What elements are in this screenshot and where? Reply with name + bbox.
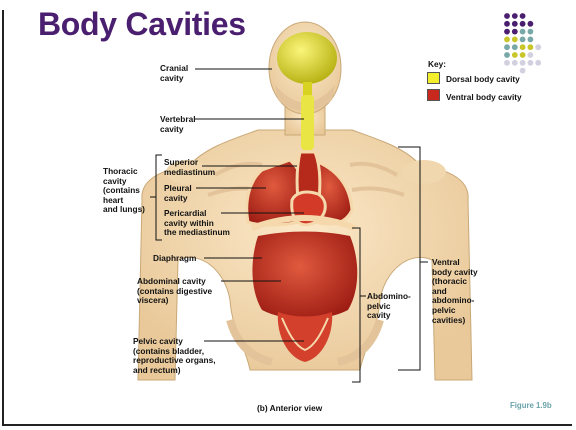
label-diaphragm: Diaphragm	[153, 254, 196, 264]
figure-reference: Figure 1.9b	[510, 401, 552, 410]
figure-caption: (b) Anterior view	[257, 404, 322, 414]
key-swatch-ventral	[427, 89, 440, 101]
key-swatch-dorsal	[427, 72, 440, 84]
key-label-dorsal: Dorsal body cavity	[446, 75, 520, 85]
key-heading: Key:	[428, 59, 446, 69]
label-superior-mediastinum: Superior mediastinum	[164, 158, 215, 177]
label-abdominopelvic-cavity: Abdomino- pelvic cavity	[367, 292, 411, 321]
label-vertebral-cavity: Vertebral cavity	[160, 115, 196, 134]
label-pelvic-cavity: Pelvic cavity (contains bladder, reprodu…	[133, 337, 216, 375]
label-abdominal-cavity: Abdominal cavity (contains digestive vis…	[137, 277, 212, 306]
label-thoracic-cavity: Thoracic cavity (contains heart and lung…	[103, 167, 145, 215]
label-pericardial-cavity: Pericardial cavity within the mediastinu…	[164, 209, 230, 238]
label-pleural-cavity: Pleural cavity	[164, 184, 192, 203]
key-label-ventral: Ventral body cavity	[446, 93, 522, 103]
label-cranial-cavity: Cranial cavity	[160, 64, 188, 83]
label-ventral-body-cavity: Ventral body cavity (thoracic and abdomi…	[432, 258, 478, 325]
